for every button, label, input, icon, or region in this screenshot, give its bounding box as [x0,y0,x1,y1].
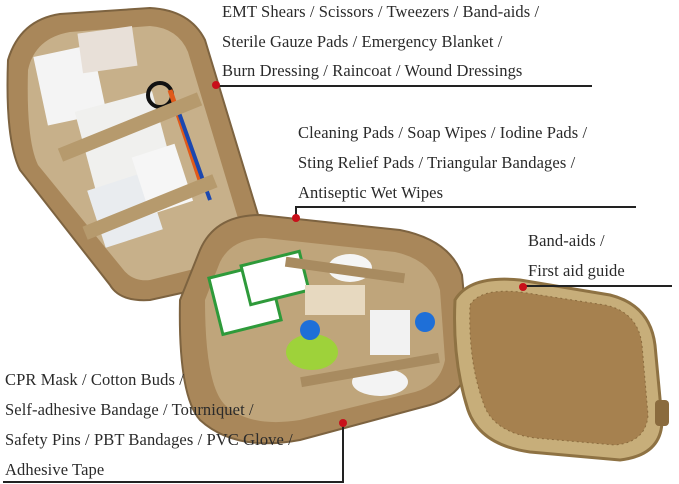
callout-top-line: EMT Shears / Scissors / Tweezers / Band-… [222,2,540,21]
callout-right-line: Band-aids / [528,231,605,250]
callout-right-underline [522,285,672,287]
callout-right-line: First aid guide [528,261,625,280]
callout-top-line: Sterile Gauze Pads / Emergency Blanket / [222,32,503,51]
callout-bottom-marker [339,419,347,427]
pouch-main-compartment [178,213,472,445]
callout-middle-line: Antiseptic Wet Wipes [298,183,444,202]
callout-bottom-line: CPR Mask / Cotton Buds / [5,370,184,389]
callout-bottom-line: Self-adhesive Bandage / Tourniquet / [5,400,254,419]
callout-middle-leader [295,206,297,218]
callout-bottom-leader [342,424,344,482]
callout-top-underline [215,85,592,87]
callout-bottom-line: Safety Pins / PBT Bandages / PVC Glove / [5,430,293,449]
callout-right-marker [519,283,527,291]
pouch-mesh-pocket [453,277,669,462]
callout-top-marker [212,81,220,89]
callout-bottom-line: Adhesive Tape [5,460,105,479]
callout-middle-marker [292,214,300,222]
callout-middle-line: Sting Relief Pads / Triangular Bandages … [298,153,576,172]
callout-bottom-underline [3,481,344,483]
callout-middle-line: Cleaning Pads / Soap Wipes / Iodine Pads… [298,123,588,142]
pouch-lid [6,6,264,302]
callout-middle-underline [296,206,636,208]
callout-top-line: Burn Dressing / Raincoat / Wound Dressin… [222,61,523,80]
